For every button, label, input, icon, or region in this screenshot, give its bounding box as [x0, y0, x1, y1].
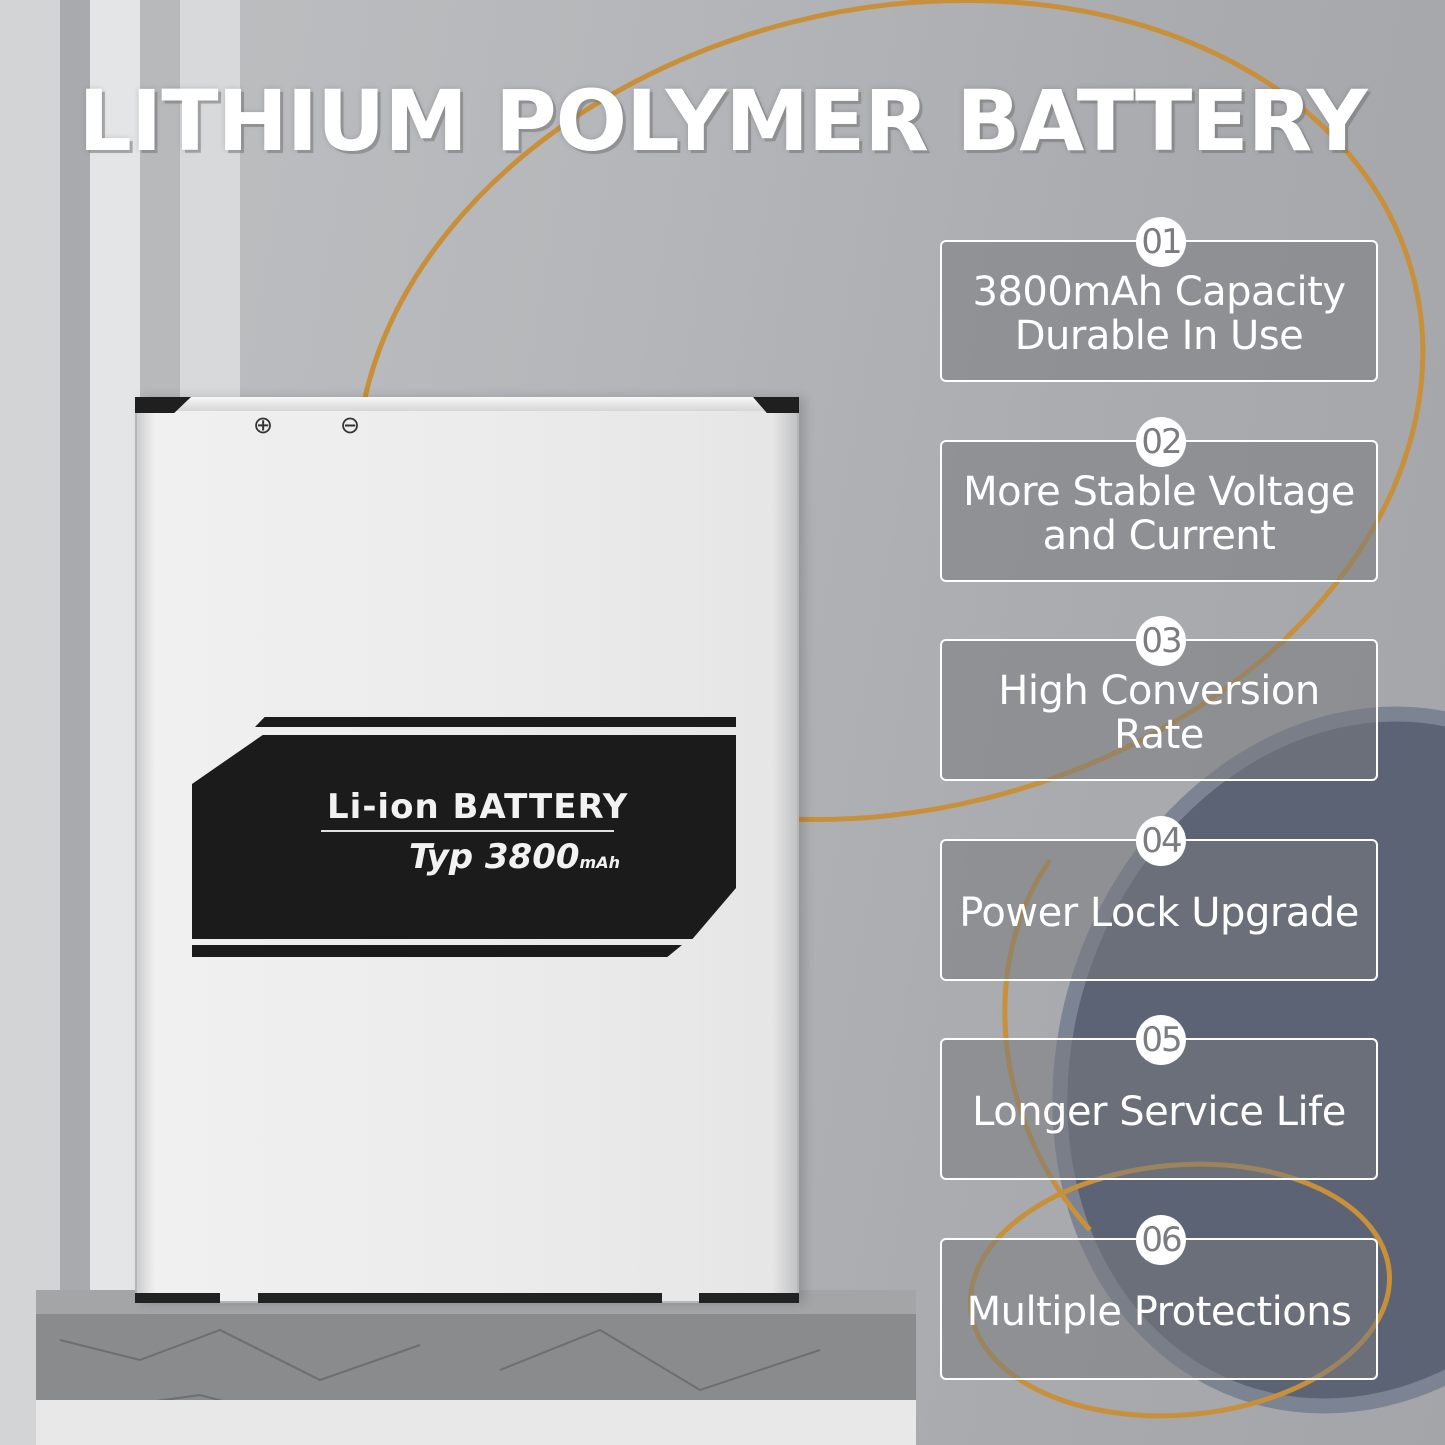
- feature-card: 02 More Stable Voltage and Current: [940, 417, 1378, 582]
- battery-bottom-edge: [699, 1293, 799, 1303]
- battery: ⊕ ⊖ Li-ion BATTERY Typ 3800mAh: [135, 397, 799, 1303]
- battery-label: [192, 735, 736, 939]
- label-stripe: [192, 945, 682, 957]
- battery-label-capacity: Typ 3800mAh: [409, 837, 620, 877]
- battery-corner: [135, 397, 191, 413]
- feature-text: High Conversion Rate: [998, 668, 1320, 758]
- plus-terminal-icon: ⊕: [253, 411, 274, 439]
- feature-card: 06 Multiple Protections: [940, 1215, 1378, 1380]
- feature-number: 05: [1136, 1015, 1186, 1065]
- feature-number: 06: [1136, 1215, 1186, 1265]
- feature-card: 03 High Conversion Rate: [940, 616, 1378, 781]
- feature-text: Multiple Protections: [966, 1289, 1352, 1335]
- feature-text: More Stable Voltage and Current: [963, 469, 1355, 559]
- battery-bottom-edge: [258, 1293, 662, 1303]
- wall-panel: [60, 0, 90, 1445]
- feature-text: Power Lock Upgrade: [959, 890, 1359, 936]
- minus-terminal-icon: ⊖: [340, 411, 361, 439]
- feature-number: 04: [1136, 816, 1186, 866]
- battery-bottom-edge: [135, 1293, 220, 1303]
- feature-number: 03: [1136, 616, 1186, 666]
- feature-card: 04 Power Lock Upgrade: [940, 816, 1378, 981]
- battery-label-title: Li-ion BATTERY: [327, 787, 629, 827]
- battery-top-edge: [135, 397, 799, 411]
- feature-card: 01 3800mAh Capacity Durable In Use: [940, 217, 1378, 382]
- feature-text: Longer Service Life: [972, 1089, 1346, 1135]
- capacity-unit: mAh: [579, 853, 620, 872]
- pedestal-base: [36, 1400, 916, 1445]
- feature-card: 05 Longer Service Life: [940, 1015, 1378, 1180]
- label-divider: [321, 830, 614, 832]
- capacity-value: Typ 3800: [409, 837, 580, 877]
- battery-corner: [753, 397, 799, 413]
- marble-veins: [59, 1328, 861, 1431]
- wall-panel: [0, 0, 60, 1445]
- feature-number: 01: [1136, 217, 1186, 267]
- feature-text: 3800mAh Capacity Durable In Use: [972, 269, 1347, 359]
- wall-panel: [90, 0, 140, 1445]
- feature-number: 02: [1136, 417, 1186, 467]
- label-stripe: [255, 717, 736, 727]
- headline: LITHIUM POLYMER BATTERY: [78, 72, 1367, 170]
